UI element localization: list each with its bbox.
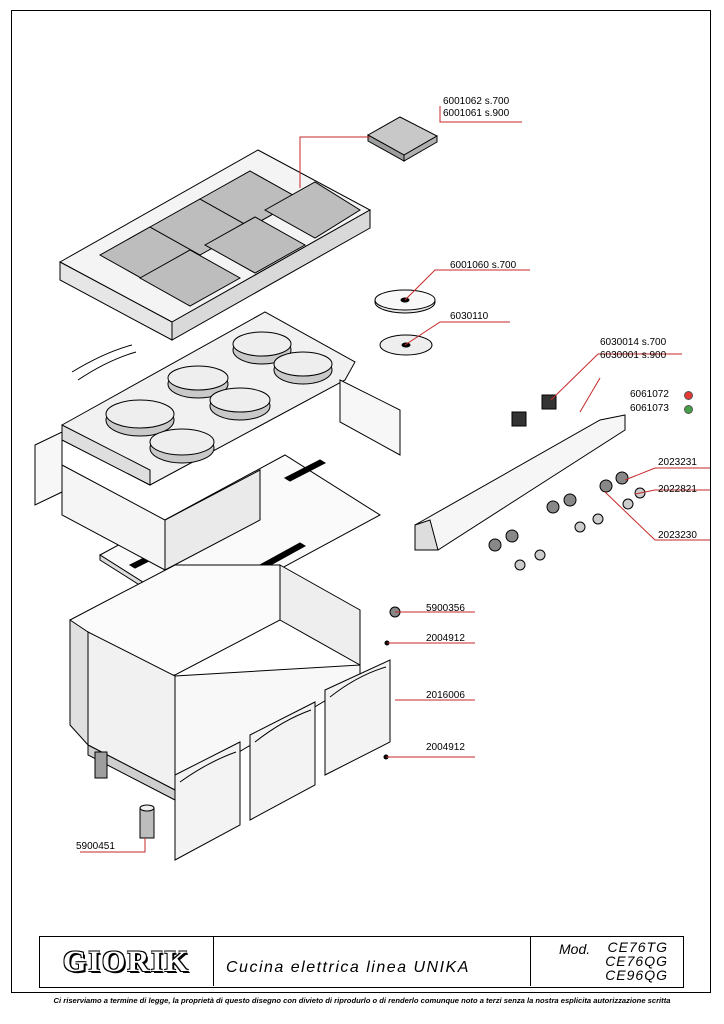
logo-text: GIORIK [62,944,191,978]
cabinet-doors [174,659,391,861]
red-indicator-icon [684,391,693,400]
model-item: CE76TG [607,939,668,955]
drawing-description: Cucina elettrica linea UNIKA [226,959,470,976]
part-label: 2023230 [658,530,697,541]
model-item: CE96QG [605,967,668,983]
model-list: CE76TG CE76QG CE96QG [605,940,668,982]
title-block: GIORIK Cucina elettrica linea UNIKA Mod.… [39,936,684,988]
part-label: 2023231 [658,457,697,468]
legal-disclaimer: Ci riserviamo a termine di legge, la pro… [53,996,671,1005]
model-item: CE76QG [605,953,668,969]
part-label: 5900356 [426,603,465,614]
part-label: 2016006 [426,690,465,701]
part-label: 6001061 s.900 [443,108,510,119]
burner-hob [34,311,401,506]
part-label: 6061072 [630,389,669,400]
drawing-frame [11,10,711,993]
model-label: Mod. [559,941,591,957]
part-label: 5900451 [76,841,115,852]
part-label: 6030110 [450,311,489,322]
part-label: 6030001 s.900 [600,350,667,361]
part-label: 2022821 [658,484,697,495]
model-block: Mod. CE76TG CE76QG CE96QG [530,937,684,986]
giorik-logo: GIORIK [40,937,214,986]
single-solid-plate [366,116,439,162]
control-panel [414,394,646,571]
adjustable-foot [139,804,155,839]
part-label: 6061073 [630,403,669,414]
part-label: 6001062 s.700 [443,96,510,107]
solid-top-tray [58,149,372,341]
part-label: 2004912 [426,633,465,644]
green-indicator-icon [684,405,693,414]
leader-lines [80,106,710,853]
part-label: 6030014 s.700 [600,337,667,348]
part-label: 6001060 s.700 [450,260,517,271]
part-label: 2004912 [426,742,465,753]
